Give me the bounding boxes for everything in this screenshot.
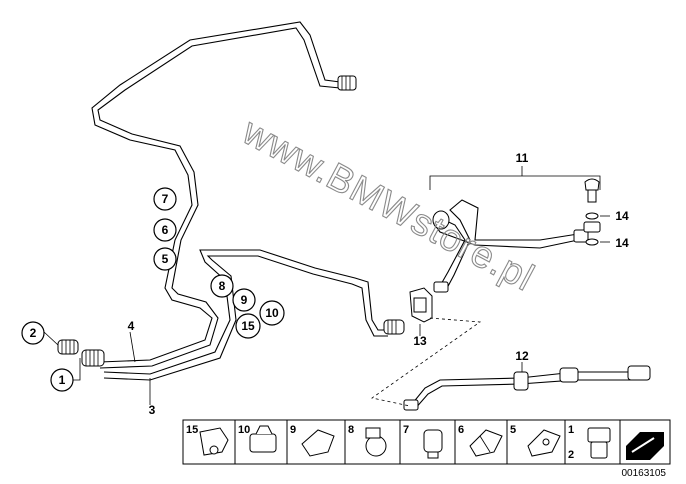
legend-label-2: 2	[568, 449, 574, 461]
svg-text:7: 7	[162, 192, 169, 206]
legend-label-7: 7	[403, 424, 409, 436]
legend-label-8: 8	[348, 424, 354, 436]
callout-10: 10	[259, 300, 285, 326]
legend-label-15: 15	[186, 424, 198, 436]
legend-part-15-clip	[199, 427, 229, 456]
svg-text:15: 15	[241, 319, 255, 333]
left-hose-fittings	[57, 339, 105, 367]
svg-text:8: 8	[219, 279, 226, 293]
svg-text:9: 9	[241, 293, 248, 307]
svg-text:5: 5	[162, 252, 169, 266]
legend-strip: 15 10 9 8 7 6 5 1 2	[182, 419, 671, 465]
legend-label-5: 5	[510, 424, 516, 436]
legend-part-1-2-nut	[587, 427, 611, 459]
callout-4: 4	[128, 319, 135, 333]
legend-part-10-clip	[249, 425, 277, 453]
secondary-brake-pipe	[103, 249, 388, 381]
legend-part-7-clip	[423, 429, 443, 459]
reference-number: 00163105	[622, 468, 667, 479]
legend-label-6: 6	[458, 424, 464, 436]
legend-part-9-clip	[301, 429, 335, 457]
callout-15: 15	[235, 313, 261, 339]
legend-part-5-clip	[527, 429, 561, 457]
callout-13: 13	[413, 334, 427, 348]
legend-label-10: 10	[238, 424, 250, 436]
callout-1: 1	[50, 368, 74, 392]
main-brake-pipe	[91, 21, 341, 369]
legend-part-8-grommet	[365, 427, 387, 457]
svg-text:2: 2	[30, 326, 37, 340]
watermark-text: www.BMWstore.pl	[235, 110, 541, 299]
callout-11: 11	[516, 151, 529, 165]
bracket-13	[409, 287, 433, 323]
callout-6: 6	[153, 218, 177, 242]
callout-14-upper: 14	[615, 209, 629, 223]
legend-part-6-clip	[469, 429, 503, 457]
legend-arrow-icon	[626, 432, 664, 460]
hose-assembly-12	[403, 365, 651, 411]
middle-pipe-fitting	[383, 319, 405, 335]
dashed-connection-lines	[371, 317, 482, 407]
callout-14-lower: 14	[615, 236, 629, 250]
callout-3: 3	[149, 403, 156, 417]
upper-pipe-fitting	[337, 75, 357, 91]
callout-8: 8	[210, 274, 234, 298]
callout-7: 7	[153, 187, 177, 211]
legend-label-9: 9	[290, 424, 296, 436]
callout-5: 5	[153, 247, 177, 271]
hose-assembly-11	[432, 199, 589, 293]
svg-text:1: 1	[59, 373, 66, 387]
bolt-and-washers-14	[583, 178, 610, 246]
leader-bracket-11	[429, 166, 601, 190]
callout-leaders	[43, 324, 523, 405]
svg-text:10: 10	[265, 306, 279, 320]
callout-9: 9	[232, 288, 256, 312]
svg-text:6: 6	[162, 223, 169, 237]
callout-12: 12	[515, 349, 529, 363]
callout-2: 2	[21, 321, 45, 345]
legend-label-1: 1	[568, 424, 574, 436]
